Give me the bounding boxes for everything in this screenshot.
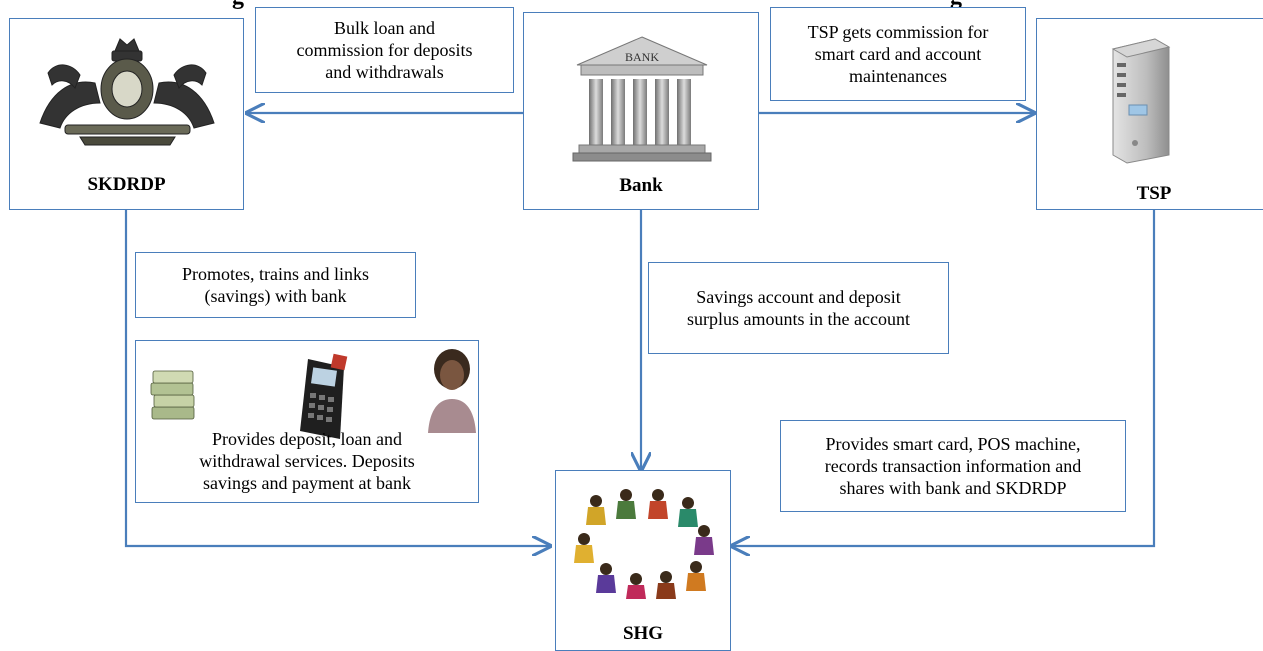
label-bank-to-skdrdp: Bulk loan and commission for deposits an… [255,7,514,93]
clipped-title-left: g [232,0,244,11]
label-bank-to-tsp: TSP gets commission for smart card and a… [770,7,1026,101]
label-bank-to-shg: Savings account and deposit surplus amou… [648,262,949,354]
label-tsp-to-shg: Provides smart card, POS machine, record… [780,420,1126,512]
node-tsp: TSP [1036,18,1263,210]
pos-machine-icon [300,353,348,439]
money-stack-icon [150,370,195,420]
label-bank-to-skdrdp-text: Bulk loan and commission for deposits an… [296,18,473,82]
node-label-skdrdp: SKDRDP [87,174,166,195]
node-shg: SHG [555,470,731,651]
clipped-title-right: g [950,0,962,11]
label-bank-to-tsp-text: TSP gets commission for smart card and a… [807,22,989,86]
server-tower-icon [1111,38,1171,164]
label-skdrdp-promotes: Promotes, trains and links (savings) wit… [135,252,416,318]
label-bank-to-shg-text: Savings account and deposit surplus amou… [687,287,910,329]
label-skdrdp-services: Provides deposit, loan and withdrawal se… [135,340,479,503]
bank-sign-text: BANK [625,50,659,64]
label-skdrdp-promotes-text: Promotes, trains and links (savings) wit… [182,264,369,306]
group-circle-icon [574,489,714,599]
agent-person-icon [428,349,476,433]
bank-building-icon: BANK [572,36,712,162]
label-skdrdp-services-text: Provides deposit, loan and withdrawal se… [199,429,415,493]
node-label-bank: Bank [619,175,663,196]
node-label-shg: SHG [622,623,664,644]
node-label-tsp: TSP [1136,183,1172,204]
node-bank: BANK Bank [523,12,759,210]
edge-skdrdp-shg [124,210,550,546]
label-tsp-to-shg-text: Provides smart card, POS machine, record… [824,434,1082,498]
node-skdrdp: SKDRDP [9,18,244,210]
emblem-icon [39,38,215,146]
edge-tsp-shg [732,210,1156,546]
